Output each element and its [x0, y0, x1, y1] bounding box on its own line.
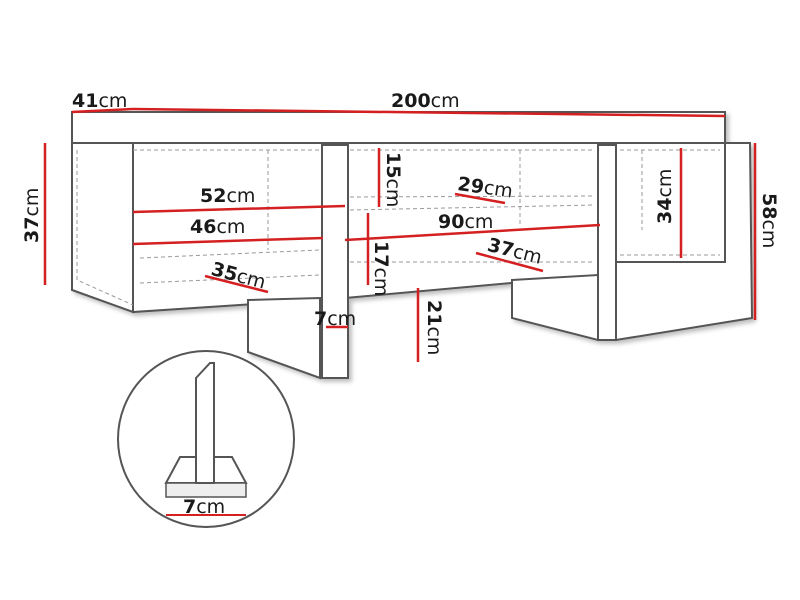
left-shelf-top-label: 52cm	[200, 185, 256, 207]
right-height-label: 34cm	[654, 168, 676, 224]
depth-label: 41cm	[72, 90, 128, 112]
leg-thickness-label: 7cm	[314, 308, 357, 330]
body-height-label: 37cm	[21, 187, 43, 243]
detail-inset	[117, 350, 295, 528]
dimension-lines	[43, 107, 757, 362]
total-height-label: 58cm	[758, 193, 780, 249]
inset-leg-label: 7cm	[183, 496, 226, 518]
width-label: 200cm	[391, 90, 460, 112]
middle-width-label: 90cm	[438, 211, 494, 233]
leg-height-label: 21cm	[423, 300, 445, 356]
left-shelf-bottom-label: 46cm	[190, 216, 246, 238]
lower-compartment-label: 17cm	[370, 241, 392, 297]
cabinet-outline	[71, 111, 754, 380]
upper-compartment-label: 15cm	[382, 152, 404, 208]
